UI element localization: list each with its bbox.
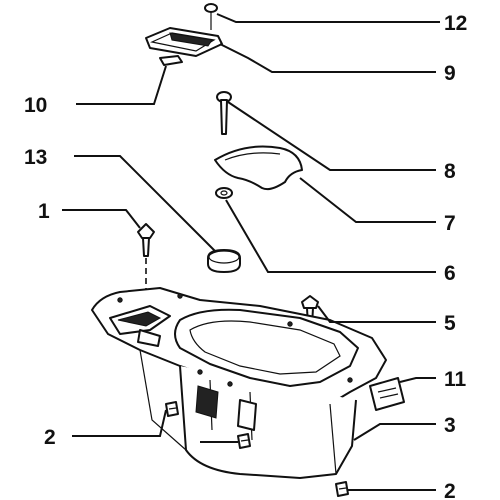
part-2-clip-left	[165, 401, 179, 417]
callout-2-right: 2	[444, 480, 456, 500]
leader-3	[353, 423, 436, 441]
part-11-label-plate	[369, 377, 405, 411]
callout-1: 1	[38, 200, 50, 223]
part-2-clip-right	[335, 481, 349, 497]
leader-2a	[72, 409, 167, 437]
callout-10: 10	[24, 94, 47, 117]
leader-13	[74, 155, 217, 253]
leader-11	[399, 377, 436, 383]
callout-8: 8	[444, 160, 456, 183]
leader-lines	[62, 13, 440, 491]
callout-7: 7	[444, 212, 456, 235]
callout-13: 13	[24, 146, 47, 169]
leader-10	[76, 65, 167, 105]
leader-6	[225, 199, 436, 273]
part-6-washer	[215, 187, 233, 199]
leader-8	[227, 101, 436, 171]
leader-7	[299, 177, 436, 223]
leader-1	[62, 209, 141, 229]
callout-6: 6	[444, 262, 456, 285]
part-12-screw	[204, 3, 218, 30]
part-13-cap	[207, 249, 241, 273]
part-9-cover-plate	[145, 27, 223, 57]
callout-9: 9	[444, 62, 456, 85]
part-7-bracket	[214, 145, 303, 191]
part-10-pad	[159, 55, 183, 66]
part-8-screw	[216, 91, 232, 135]
callout-3: 3	[444, 414, 456, 437]
part-2-clip-center	[237, 433, 251, 449]
leader-12	[216, 13, 440, 23]
callout-numbers: 12 9 10 8 13 7 1 6 5 11 3 2 2	[24, 12, 467, 500]
leader-5	[317, 305, 436, 323]
callout-11: 11	[444, 368, 467, 391]
callout-5: 5	[444, 312, 456, 335]
callout-2-left: 2	[44, 426, 56, 449]
leader-9	[219, 43, 436, 73]
callout-12: 12	[444, 12, 467, 35]
part-3-compartment-tub	[91, 287, 387, 479]
